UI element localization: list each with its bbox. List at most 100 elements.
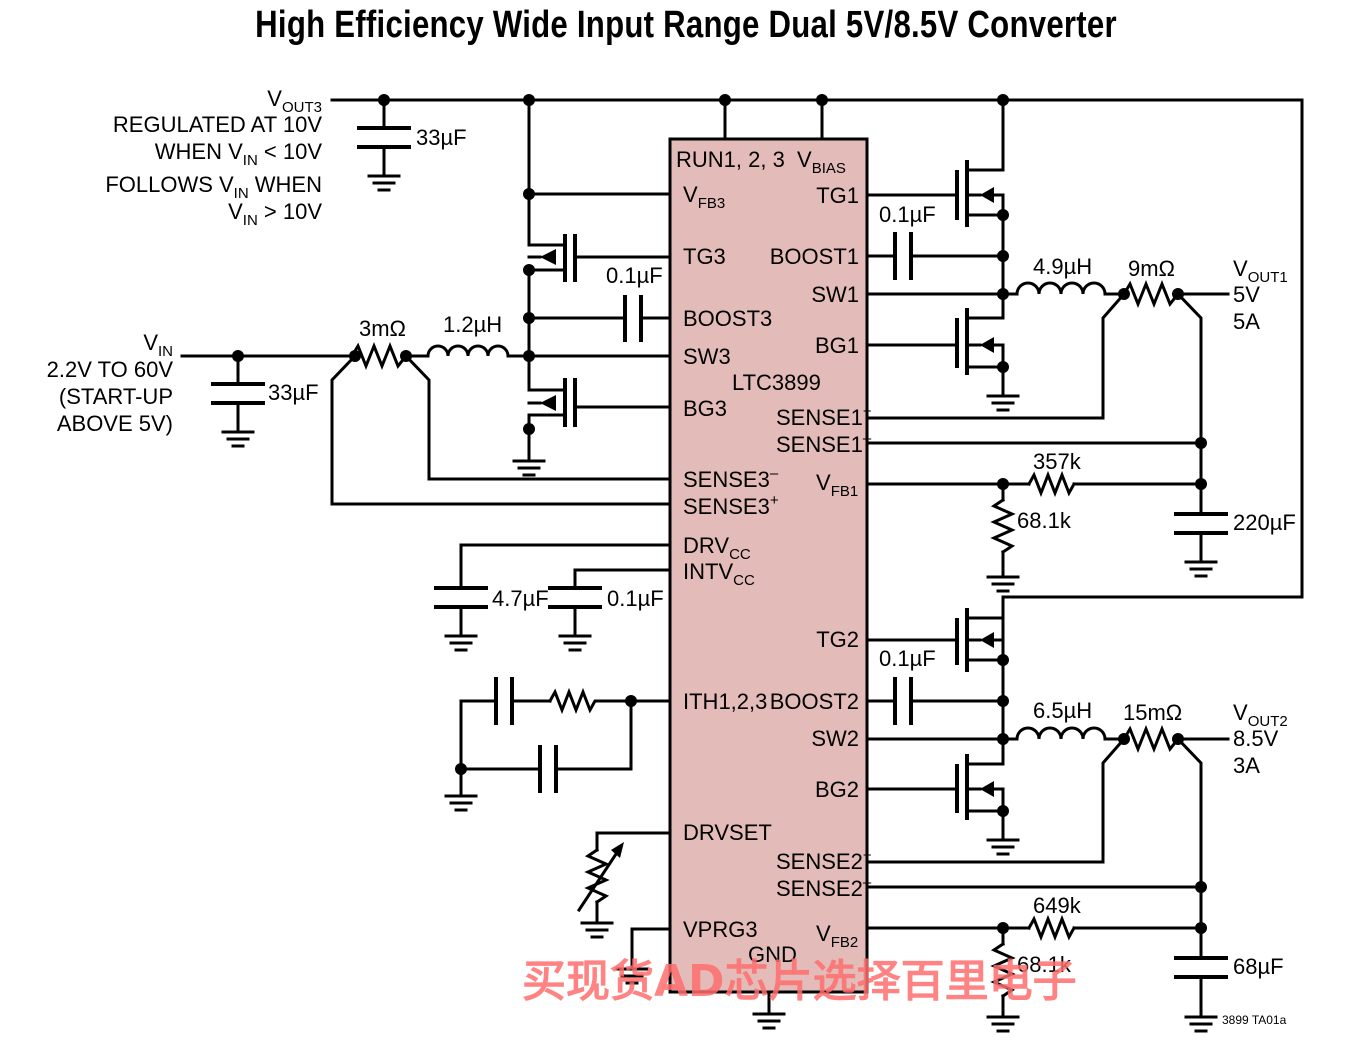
drv-cap1-label: 4.7µF [492,586,549,611]
svg-text:VIN > 10V: VIN > 10V [228,199,322,229]
vout3-name-sub: OUT3 [282,99,322,116]
pin-drvset: DRVSET [683,820,772,845]
boost3-cap-label: 0.1µF [606,263,663,288]
svg-text:VOUT2: VOUT2 [1233,700,1288,730]
svg-text:DRVCC: DRVCC [683,533,751,563]
pin-sense2m: SENSE2 [776,876,863,901]
vin-name: V [143,330,158,355]
pin-run: RUN1, 2, 3 [676,147,785,172]
ch1-current: 5A [1233,309,1260,334]
pin-boost3: BOOST3 [683,306,772,331]
vin-cap-label: 33µF [268,380,319,405]
svg-text:SENSE3–: SENSE3– [683,465,779,492]
pin-vfb3-sub: FB3 [698,195,726,212]
vout3-name: V [267,86,282,111]
ic-body [668,137,869,994]
pin-sense3p-sup: + [770,492,779,509]
svg-text:SENSE2–: SENSE2– [776,874,872,901]
ch2-out-sub: OUT2 [1248,713,1288,730]
pin-vfb1-sub: FB1 [831,483,859,500]
vout3-line1: REGULATED AT 10V [113,112,322,137]
svg-text:INTVCC: INTVCC [683,559,755,589]
pin-sense2p-sup: + [863,847,872,864]
pin-bg2: BG2 [815,777,859,802]
vin-name-sub: IN [158,343,173,360]
pin-bg3: BG3 [683,396,727,421]
svg-text:SENSE3+: SENSE3+ [683,492,779,519]
pin-drvcc-sub: CC [729,546,751,563]
ch2-sense-res-label: 15mΩ [1123,700,1182,725]
vin-sense-res-label: 3mΩ [359,316,406,341]
svg-text:VFB2: VFB2 [816,921,858,951]
ch2-wiring [865,608,1230,1033]
pin-gnd: GND [748,942,797,967]
ch1-inductor-label: 4.9µH [1033,254,1092,279]
drv-caps [434,543,672,652]
pin-drvcc: DRV [683,533,729,558]
pin-sense3m: SENSE3 [683,467,770,492]
vout3-line4-sub: IN [243,212,258,229]
vout3-line4a: V [228,199,243,224]
pin-sense3p: SENSE3 [683,494,770,519]
pin-sense1p: SENSE1 [776,405,863,430]
vout3-cap [357,98,411,192]
vout3-line4b: > 10V [258,199,323,224]
ch2-cap-out-label: 68µF [1233,954,1284,979]
pin-boost1: BOOST1 [770,244,859,269]
ch1-sense-res-label: 9mΩ [1128,256,1175,281]
svg-text:SENSE2+: SENSE2+ [776,847,872,874]
vout3-rail [330,94,1304,620]
vin-wiring [180,341,672,506]
boost3-cap [623,295,643,342]
ch2-r-top-label: 649k [1033,893,1082,918]
ith-network [444,677,672,812]
ch2-boost-cap-label: 0.1µF [879,646,936,671]
vout3-line3a: FOLLOWS V [105,172,234,197]
svg-text:WHEN VIN < 10V: WHEN VIN < 10V [155,139,323,169]
drv-cap2-label: 0.1µF [607,586,664,611]
svg-text:VIN: VIN [143,330,173,360]
pin-sense1p-sup: + [863,403,872,420]
ch1-boost-cap-label: 0.1µF [879,202,936,227]
svg-text:VBIAS: VBIAS [797,147,846,177]
svg-text:FOLLOWS VIN WHEN: FOLLOWS VIN WHEN [105,172,322,202]
pin-intvcc: INTV [683,559,733,584]
ch1-out-sub: OUT1 [1248,269,1288,286]
pin-sense1m-sup: – [863,430,872,447]
svg-text:VFB3: VFB3 [683,182,725,212]
ch1-voltage: 5V [1233,282,1260,307]
svg-text:VOUT3: VOUT3 [267,86,322,116]
tg3-mosfet [523,234,672,282]
bg3-mosfet [527,378,672,427]
ch2-voltage: 8.5V [1233,726,1279,751]
vout3-line2-sub: IN [243,152,258,169]
svg-text:SENSE1–: SENSE1– [776,430,872,457]
watermark-text: 买现货AD芯片选择百里电子 [522,956,1077,1007]
vin-line3: ABOVE 5V) [57,411,173,436]
pin-tg3: TG3 [683,244,726,269]
ic-name: LTC3899 [732,370,821,395]
pin-vprg3: VPRG3 [683,917,758,942]
ch2-r-bot-label: 68.1k [1017,952,1072,977]
pin-sw1: SW1 [811,282,859,307]
pin-tg2: TG2 [816,627,859,652]
ch1-out-name: V [1233,256,1248,281]
pin-sense2m-sup: – [863,874,872,891]
pin-bg1: BG1 [815,333,859,358]
ch3-wiring [512,98,672,477]
pin-vbias-sub: BIAS [812,160,846,177]
svg-text:VOUT1: VOUT1 [1233,256,1288,286]
ch1-r-top-label: 357k [1033,449,1082,474]
pin-sw3: SW3 [683,344,731,369]
pin-boost2: BOOST2 [770,689,859,714]
pin-intvcc-sub: CC [733,572,755,589]
ch2-inductor-label: 6.5µH [1033,698,1092,723]
pin-vbias: V [797,147,812,172]
pin-vfb1: V [816,470,831,495]
svg-text:SENSE1+: SENSE1+ [776,403,872,430]
pin-vfb2: V [816,921,831,946]
vin-line2: (START-UP [59,384,173,409]
pin-sense2p: SENSE2 [776,849,863,874]
vout3-line3b: WHEN [249,172,322,197]
